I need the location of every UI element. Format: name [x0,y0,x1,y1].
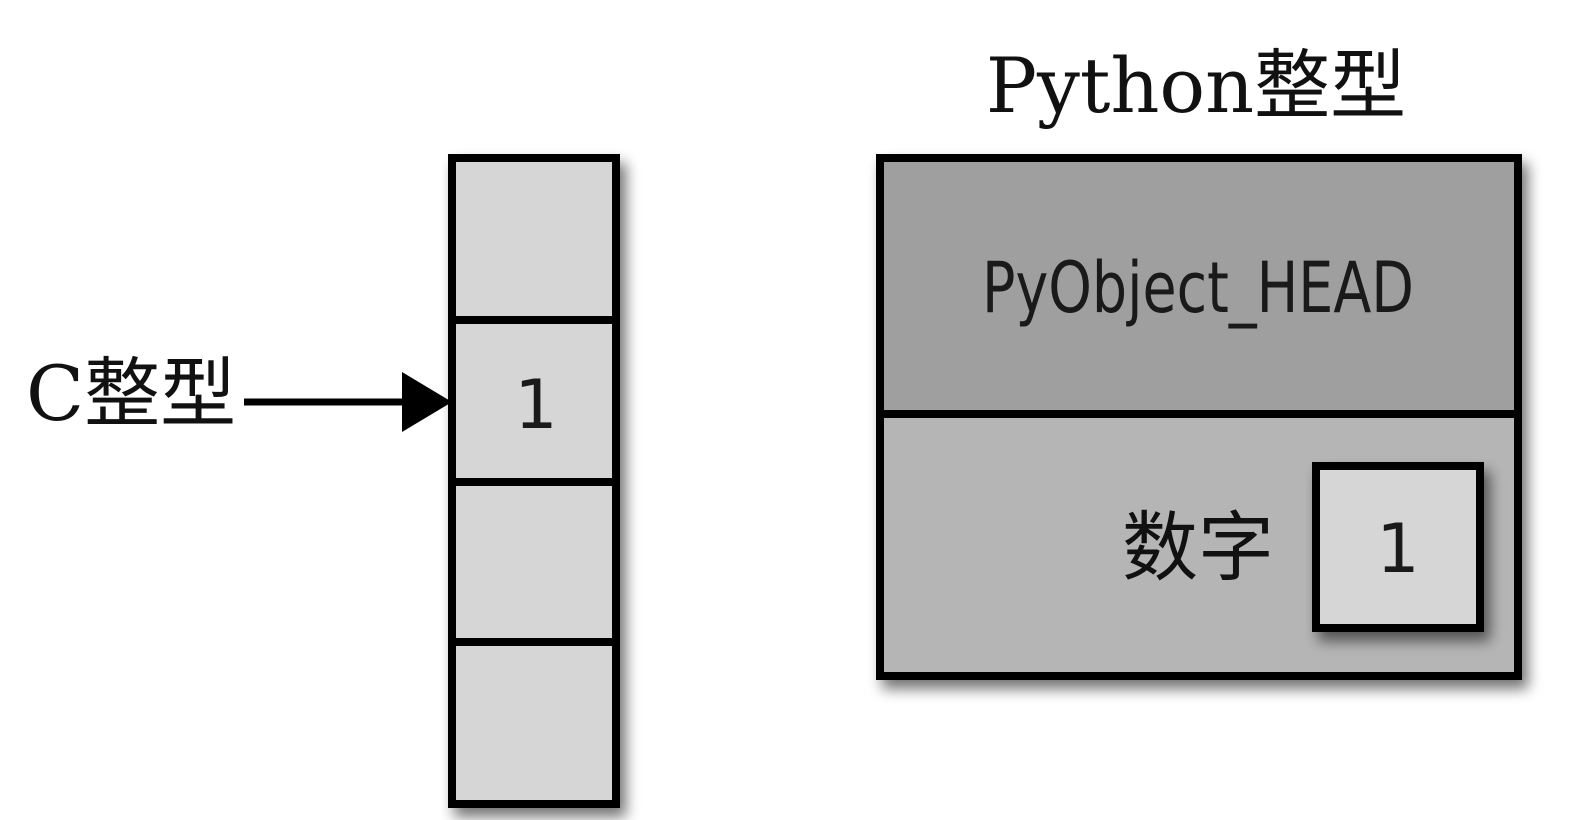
c-memory-cell-3 [448,478,620,646]
c-memory-cell-1 [448,154,620,324]
python-int-title: Python整型 [986,41,1406,130]
c-memory-cell-4 [448,638,620,808]
python-int-value-cell [1312,462,1484,632]
c-memory-column [448,154,620,808]
arrow-head-icon [402,372,452,432]
c-int-label: C整型 [26,349,236,438]
python-int-field-label: 数字 [1122,503,1274,592]
python-int-object [876,154,1522,680]
c-int-value: 1 [514,366,557,445]
pyobject-head-section [876,154,1522,418]
pointer-arrow [244,372,452,432]
python-int-value: 1 [1376,510,1419,589]
python-int-value-box [1312,462,1484,632]
pyobject-head-label: PyObject_HEAD [982,247,1414,329]
